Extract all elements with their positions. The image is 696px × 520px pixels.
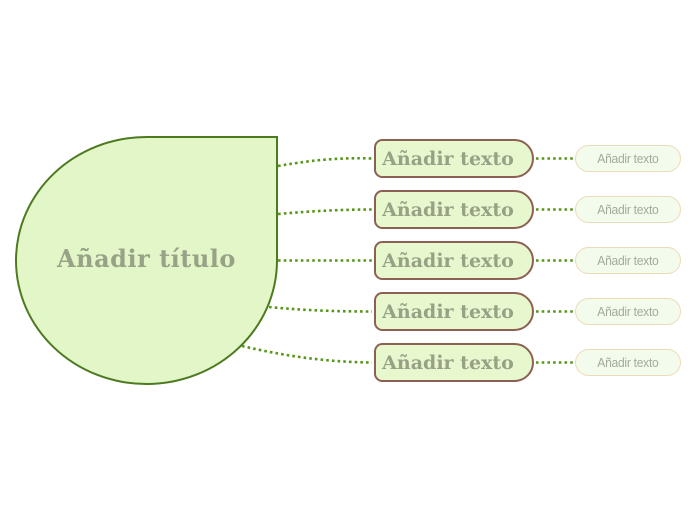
branch-label-4: Añadir texto bbox=[382, 300, 514, 323]
branch-label-5: Añadir texto bbox=[382, 351, 514, 374]
root-topic-label: Añadir título bbox=[57, 244, 236, 273]
leaf-label-4: Añadir texto bbox=[597, 304, 659, 319]
leaf-label-1: Añadir texto bbox=[597, 151, 659, 166]
connector-root-branch-2 bbox=[277, 208, 373, 216]
leaf-node-1[interactable]: Añadir texto bbox=[575, 145, 681, 172]
leaf-label-5: Añadir texto bbox=[597, 355, 659, 370]
branch-node-5[interactable]: Añadir texto bbox=[374, 343, 534, 382]
branch-node-2[interactable]: Añadir texto bbox=[374, 190, 534, 229]
connector-root-branch-5 bbox=[241, 344, 373, 364]
branch-node-3[interactable]: Añadir texto bbox=[374, 241, 534, 280]
branch-node-4[interactable]: Añadir texto bbox=[374, 292, 534, 331]
branch-label-3: Añadir texto bbox=[382, 249, 514, 272]
leaf-node-4[interactable]: Añadir texto bbox=[575, 298, 681, 325]
leaf-node-5[interactable]: Añadir texto bbox=[575, 349, 681, 376]
branch-label-1: Añadir texto bbox=[382, 147, 514, 170]
leaf-label-3: Añadir texto bbox=[597, 253, 659, 268]
leaf-node-3[interactable]: Añadir texto bbox=[575, 247, 681, 274]
branch-node-1[interactable]: Añadir texto bbox=[374, 139, 534, 178]
leaf-label-2: Añadir texto bbox=[597, 202, 659, 217]
connector-root-branch-4 bbox=[268, 305, 373, 313]
connector-root-branch-1 bbox=[277, 156, 373, 168]
root-topic-node[interactable]: Añadir título bbox=[15, 136, 278, 385]
branch-label-2: Añadir texto bbox=[382, 198, 514, 221]
leaf-node-2[interactable]: Añadir texto bbox=[575, 196, 681, 223]
